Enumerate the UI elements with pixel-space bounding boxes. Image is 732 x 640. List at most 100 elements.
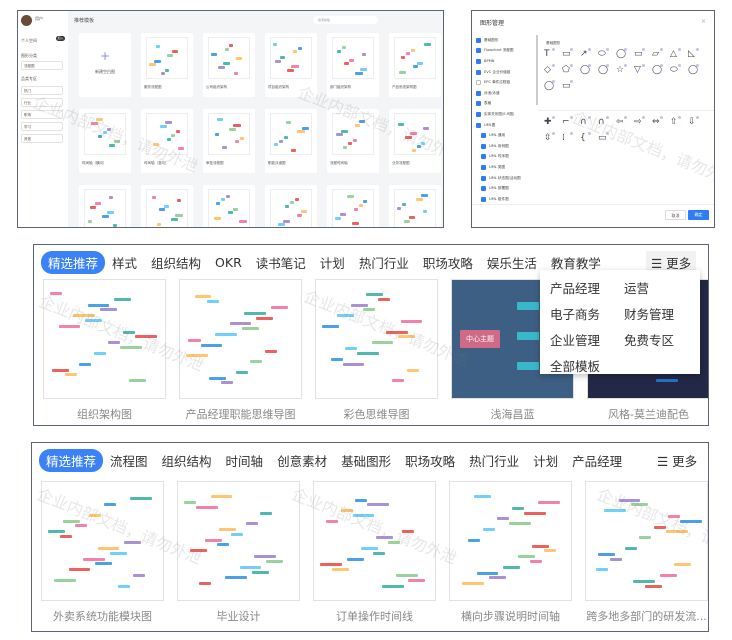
template-card[interactable]: 部门组织架构: [327, 33, 379, 97]
checkbox[interactable]: [476, 90, 481, 96]
tab-item[interactable]: 热门行业: [469, 454, 520, 469]
template-card[interactable]: 公司组织架构: [203, 33, 255, 97]
template-card[interactable]: 外卖系统功能模块图: [41, 481, 164, 624]
sidebar-item[interactable]: 职场: [21, 110, 63, 119]
shape-icon[interactable]: ◯: [544, 80, 562, 91]
template-card[interactable]: 中心主题浅海昌蓝: [451, 279, 574, 422]
tab-item[interactable]: 娱乐生活: [486, 256, 537, 271]
shape-icon[interactable]: ⇦: [616, 116, 634, 127]
template-card[interactable]: 服务流程图: [141, 33, 193, 97]
tab-item[interactable]: 创意素材: [277, 454, 328, 469]
checkbox[interactable]: [481, 154, 486, 160]
template-card[interactable]: 排期表: [389, 185, 441, 227]
template-card[interactable]: 产品系统架构图: [389, 33, 441, 97]
template-card[interactable]: +新建空白图: [79, 33, 131, 97]
more-menu-item[interactable]: 电子商务: [550, 307, 601, 322]
more-button[interactable]: ☰ 更多: [657, 454, 698, 469]
template-card[interactable]: 彩色思维导图: [315, 279, 438, 422]
tab-item[interactable]: 教育教学: [550, 256, 601, 271]
scrollbar[interactable]: [536, 35, 538, 105]
template-card[interactable]: 时间轴（竖向）: [141, 109, 193, 173]
category-checkbox-item[interactable]: UML图: [476, 120, 534, 131]
shape-icon[interactable]: ☆: [616, 64, 634, 75]
more-menu-item[interactable]: 全部模板: [550, 359, 601, 374]
tab-item[interactable]: 计划: [319, 256, 345, 271]
checkbox[interactable]: [476, 58, 481, 64]
category-checkbox-item[interactable]: UML 通用: [476, 130, 534, 141]
shape-icon[interactable]: ◯: [598, 64, 616, 75]
shape-icon[interactable]: T: [544, 48, 562, 59]
checkbox[interactable]: [476, 37, 481, 43]
tab-item[interactable]: 样式: [112, 256, 138, 271]
checkbox[interactable]: [476, 122, 481, 128]
shape-icon[interactable]: ▭: [634, 48, 652, 59]
shape-icon[interactable]: {: [580, 132, 598, 143]
checkbox[interactable]: [481, 196, 486, 202]
category-checkbox-item[interactable]: UML 状态图/活动图: [476, 173, 534, 184]
shape-icon[interactable]: ⇩: [688, 116, 706, 127]
shape-icon[interactable]: ∩: [580, 116, 598, 127]
sidebar-item[interactable]: 热门: [21, 86, 63, 95]
more-menu-item[interactable]: 运营: [624, 281, 650, 296]
category-checkbox-item[interactable]: UML 时序图: [476, 152, 534, 163]
shape-icon[interactable]: ▱: [652, 48, 670, 59]
shape-icon[interactable]: ▽: [634, 64, 652, 75]
join-button[interactable]: 加入: [56, 36, 65, 41]
tab-item[interactable]: 读书笔记: [255, 256, 306, 271]
category-checkbox-item[interactable]: 基础图形: [476, 35, 534, 46]
more-button[interactable]: ☰ 更多: [646, 251, 697, 274]
shape-icon[interactable]: ◇: [544, 64, 562, 75]
shape-icon[interactable]: ⇨: [634, 116, 652, 127]
shape-icon[interactable]: ◯: [652, 64, 670, 75]
shape-icon[interactable]: ✚: [544, 116, 562, 127]
shape-icon[interactable]: ▭: [562, 48, 580, 59]
shape-icon[interactable]: ⁞: [562, 132, 580, 143]
tab-item[interactable]: 职场攻略: [422, 256, 473, 271]
category-checkbox-item[interactable]: Flowchart 流程图: [476, 46, 534, 57]
shape-icon[interactable]: ⬭: [598, 48, 616, 59]
tab-item[interactable]: 基础图形: [341, 454, 392, 469]
category-checkbox-item[interactable]: BPMN: [476, 56, 534, 67]
checkbox[interactable]: [481, 175, 486, 181]
close-icon[interactable]: ×: [700, 18, 706, 25]
shape-icon[interactable]: ⬠: [562, 64, 580, 75]
template-card[interactable]: 审批流程图: [203, 109, 255, 173]
template-card[interactable]: 横向步骤说明时间轴: [449, 481, 572, 624]
shape-icon[interactable]: ⇔: [652, 116, 670, 127]
tab-item[interactable]: 热门行业: [358, 256, 409, 271]
shape-icon[interactable]: ◯: [688, 64, 706, 75]
confirm-button[interactable]: 确定: [688, 210, 709, 220]
category-checkbox-item[interactable]: UML 类图: [476, 162, 534, 173]
checkbox[interactable]: [476, 69, 481, 75]
shape-icon[interactable]: ▭: [598, 132, 616, 143]
category-checkbox-item[interactable]: UML 组件图: [476, 194, 534, 205]
tab-item[interactable]: OKR: [215, 255, 242, 270]
shape-icon[interactable]: △: [670, 48, 688, 59]
tab-item[interactable]: 组织结构: [161, 454, 212, 469]
template-card[interactable]: 组织架构图: [43, 279, 166, 422]
tab-item[interactable]: 精选推荐: [39, 449, 104, 472]
category-checkbox-item[interactable]: UML 用例图: [476, 141, 534, 152]
checkbox[interactable]: [481, 133, 486, 139]
checkbox[interactable]: [476, 111, 481, 117]
category-checkbox-item[interactable]: 表格: [476, 99, 534, 110]
search-input[interactable]: 搜索模板: [313, 16, 378, 24]
shape-icon[interactable]: ⇧: [670, 116, 688, 127]
template-card[interactable]: 流程图: [327, 185, 379, 227]
shape-icon[interactable]: ◯: [580, 64, 598, 75]
template-card[interactable]: 职能泳道图: [265, 109, 317, 173]
more-menu-item[interactable]: 免费专区: [624, 333, 675, 348]
template-card[interactable]: 流程时间轴: [327, 109, 379, 173]
category-select[interactable]: 流程图: [21, 61, 63, 70]
shape-icon[interactable]: ◺: [688, 48, 706, 59]
checkbox[interactable]: [476, 101, 481, 107]
shape-icon[interactable]: ↗: [580, 48, 598, 59]
checkbox[interactable]: [481, 186, 486, 192]
avatar[interactable]: [21, 15, 32, 26]
category-checkbox-item[interactable]: EPC 事件过程链: [476, 77, 534, 88]
template-card[interactable]: 流程图: [203, 185, 255, 227]
template-card[interactable]: 项目组织架构: [265, 33, 317, 97]
checkbox[interactable]: [481, 143, 486, 149]
template-card[interactable]: 跨多地多部门的研发流...: [585, 481, 708, 624]
sidebar-item[interactable]: 其他: [21, 134, 63, 143]
